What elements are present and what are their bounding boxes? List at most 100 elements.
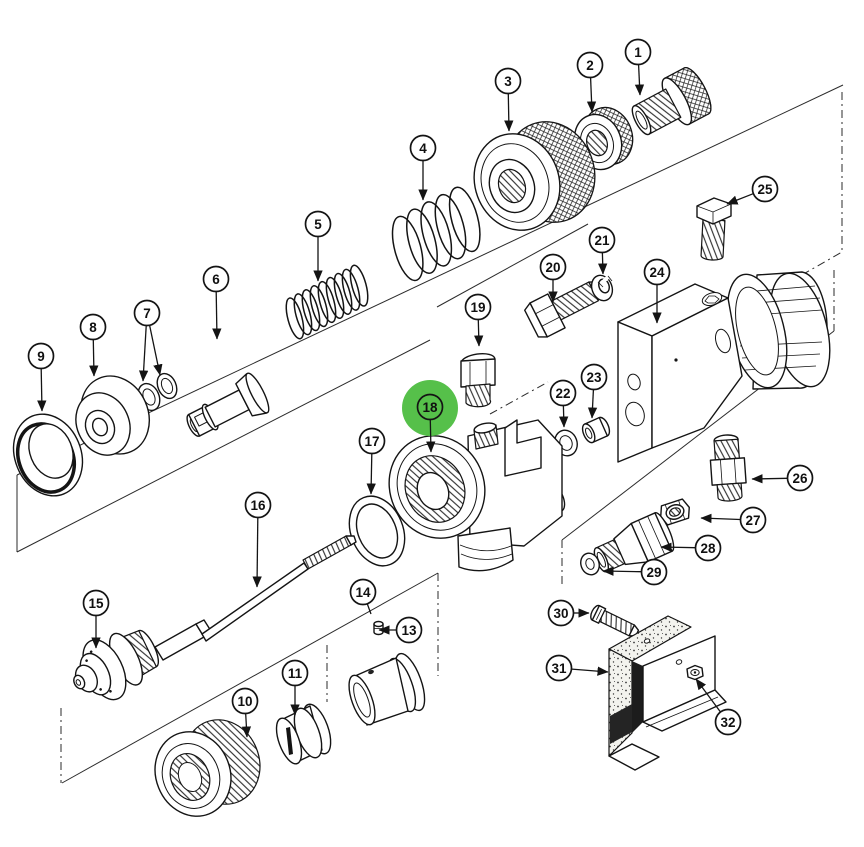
middle-plane-dash [489,381,549,415]
callout-5[interactable]: 5 [304,210,332,282]
callout-27-leader [700,513,741,524]
callout-24[interactable]: 24 [643,258,671,324]
callout-28-number: 28 [700,541,716,556]
callout-2-leader [586,77,597,113]
callout-1-balloon[interactable] [624,38,652,66]
callout-17-number: 17 [364,434,379,449]
part-15-air-cap [73,629,160,701]
callout-22-leader [559,405,569,428]
callout-20-number: 20 [545,260,560,275]
callout-23[interactable]: 23 [580,363,608,419]
callout-8[interactable]: 8 [79,313,107,377]
callout-22-balloon[interactable] [549,379,577,407]
callout-1[interactable]: 1 [624,38,652,96]
callout-20-balloon[interactable] [539,253,567,281]
callout-32-balloon[interactable] [714,708,742,736]
callout-17-balloon[interactable] [358,427,386,455]
highlight-marker-part-18 [402,380,458,436]
callout-3-balloon[interactable] [494,67,522,95]
callout-8-balloon[interactable] [79,313,107,341]
callout-28-balloon[interactable] [694,534,722,562]
callout-7[interactable]: 7 [133,299,163,382]
callout-17-leader [366,453,376,495]
callout-14-balloon[interactable] [349,578,377,606]
callout-14[interactable]: 14 [349,578,377,615]
callout-16-balloon[interactable] [244,491,272,519]
callout-9-leader [37,368,47,412]
callout-6-balloon[interactable] [202,265,230,293]
callout-30[interactable]: 30 [547,599,590,627]
callout-27-balloon[interactable] [739,506,767,534]
part-19-hex-plug [460,352,496,408]
callout-2-balloon[interactable] [576,51,604,79]
callout-19-balloon[interactable] [464,293,492,321]
callout-9-balloon[interactable] [27,342,55,370]
callout-14-number: 14 [355,585,371,600]
callout-6[interactable]: 6 [202,265,230,340]
callout-26-leader [751,474,788,484]
callout-2-number: 2 [586,58,594,73]
callout-29[interactable]: 29 [602,558,668,586]
callout-15[interactable]: 15 [82,589,110,649]
callout-3-number: 3 [504,74,512,89]
part-24-bracket-body [617,271,831,463]
callout-11-number: 11 [288,666,303,681]
callout-layer: 1234567891011131415161718192021222324252… [27,38,814,738]
callout-10[interactable]: 10 [231,687,259,738]
callout-3[interactable]: 3 [494,67,522,132]
callout-31-balloon[interactable] [545,654,573,682]
callout-26-number: 26 [792,471,808,486]
callout-31[interactable]: 31 [545,654,609,682]
callout-23-balloon[interactable] [580,363,608,391]
callout-19-number: 19 [470,300,485,315]
callout-30-number: 30 [553,606,568,621]
callout-21-balloon[interactable] [588,226,616,254]
callout-17[interactable]: 17 [358,427,386,495]
callout-6-leader [212,291,222,340]
callout-4[interactable]: 4 [409,134,437,201]
callout-18-balloon[interactable] [416,393,444,421]
callout-30-balloon[interactable] [547,599,575,627]
callout-19[interactable]: 19 [464,293,492,347]
callout-11-balloon[interactable] [281,659,309,687]
callout-23-number: 23 [586,370,602,385]
callout-25-leader [726,193,754,205]
callout-9[interactable]: 9 [27,342,55,412]
callout-18[interactable]: 18 [402,380,458,453]
callout-3-leader [504,93,514,132]
callout-2[interactable]: 2 [576,51,604,113]
callout-13[interactable]: 13 [378,616,423,644]
callout-26-balloon[interactable] [786,464,814,492]
part-11-slotted-plug [275,703,332,765]
callout-25-balloon[interactable] [751,175,779,203]
callout-20[interactable]: 20 [539,253,567,303]
callout-29-balloon[interactable] [640,558,668,586]
part-1-hose-connector [631,66,712,136]
callout-5-balloon[interactable] [304,210,332,238]
callout-10-balloon[interactable] [231,687,259,715]
callout-32[interactable]: 32 [695,678,742,736]
callout-4-balloon[interactable] [409,134,437,162]
callout-16[interactable]: 16 [244,491,272,588]
part-4-large-spring [391,186,481,282]
callout-26[interactable]: 26 [751,464,814,492]
part-29-washer [580,552,600,576]
callout-25[interactable]: 25 [726,175,779,205]
callout-21-leader [598,252,608,275]
callout-21[interactable]: 21 [588,226,616,275]
part-25-square-head-bolt [696,197,732,261]
middle-plane-edge [436,223,589,308]
part-14-sleeve [348,652,426,726]
part-2-ring-nut [573,106,634,171]
callout-7-balloon[interactable] [133,299,161,327]
callout-22[interactable]: 22 [549,379,577,428]
callout-24-balloon[interactable] [643,258,671,286]
callout-28[interactable]: 28 [660,534,722,562]
callout-15-balloon[interactable] [82,589,110,617]
callout-13-balloon[interactable] [395,616,423,644]
callout-32-leader [695,678,721,712]
part-8-packing-gland [75,375,150,456]
callout-11[interactable]: 11 [281,659,309,716]
callout-27[interactable]: 27 [700,506,767,534]
